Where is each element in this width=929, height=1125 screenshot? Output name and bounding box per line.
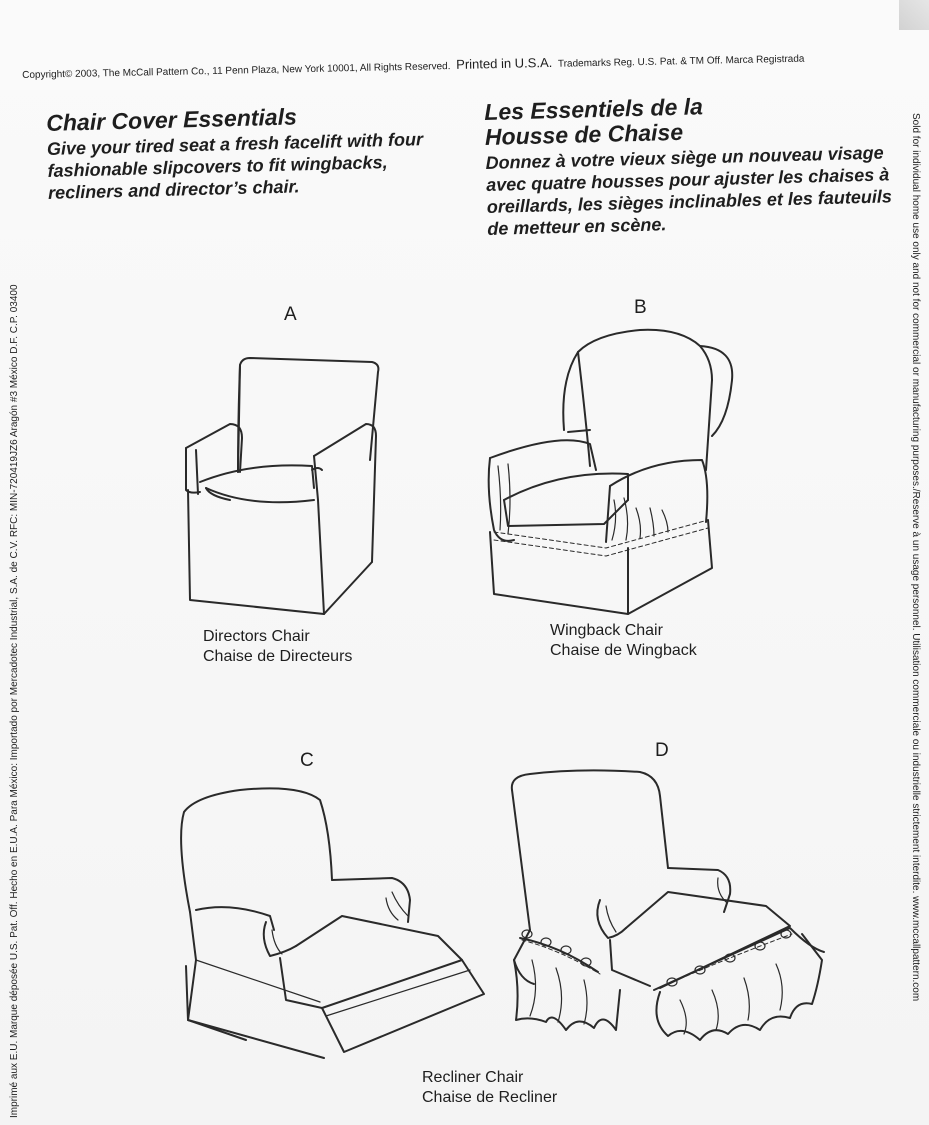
ruffled-recliner-drawing <box>510 769 825 1041</box>
view-letter-d: D <box>655 740 669 761</box>
wingback-chair-drawing <box>487 328 734 615</box>
caption-b-en: Wingback Chair <box>550 622 663 639</box>
caption-cd-en: Recliner Chair <box>422 1069 524 1086</box>
view-letter-a: A <box>284 304 297 325</box>
caption-directors-chair: Directors Chair Chaise de Directeurs <box>203 627 352 667</box>
caption-a-fr: Chaise de Directeurs <box>203 648 353 665</box>
view-letter-b: B <box>634 297 647 318</box>
recliner-chair-drawing <box>180 787 485 1059</box>
caption-a-en: Directors Chair <box>203 628 310 645</box>
view-letter-c: C <box>300 750 314 771</box>
caption-cd-fr: Chaise de Recliner <box>422 1089 558 1106</box>
caption-recliner-chair: Recliner Chair Chaise de Recliner <box>422 1068 557 1108</box>
directors-chair-drawing <box>185 357 380 615</box>
caption-wingback-chair: Wingback Chair Chaise de Wingback <box>550 621 697 661</box>
page-fold <box>899 0 929 30</box>
caption-b-fr: Chaise de Wingback <box>550 642 697 659</box>
